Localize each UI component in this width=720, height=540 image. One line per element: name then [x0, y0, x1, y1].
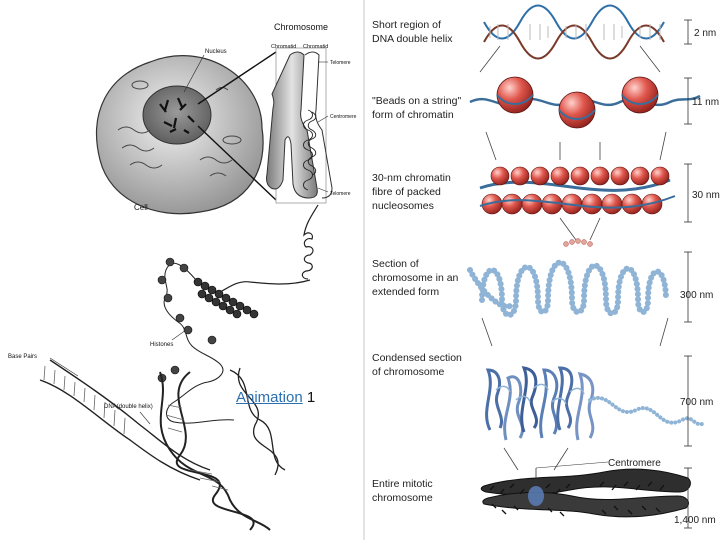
svg-text:of chromosome: of chromosome: [372, 366, 445, 378]
level-5-label: Condensed section of chromosome: [372, 352, 462, 378]
dna-helix-strip: [483, 4, 665, 60]
dna-double-helix: [39, 359, 286, 531]
chromosome-title: Chromosome: [274, 22, 328, 32]
histone-beads: [157, 257, 217, 383]
level-4-label: Section of chromosome in an extended for…: [372, 258, 459, 298]
extended-chromosome-loops: [467, 259, 669, 318]
svg-text:extended form: extended form: [372, 286, 439, 298]
svg-text:Entire mitotic: Entire mitotic: [372, 478, 433, 490]
svg-text:nucleosomes: nucleosomes: [372, 200, 434, 212]
cell-label: Cell: [134, 203, 148, 212]
svg-text:chromosome in an: chromosome in an: [372, 272, 459, 284]
chromosome: [266, 51, 318, 199]
chromatid-right-label: Chromatid: [303, 44, 328, 50]
nucleosome-chain: [163, 262, 235, 424]
centromere-right-label: Centromere: [608, 458, 661, 469]
svg-text:fibre of packed: fibre of packed: [372, 186, 441, 198]
base-pairs-label: Base Pairs: [8, 354, 37, 360]
chromatin-fiber: [219, 204, 319, 293]
chromosome-coils: [303, 109, 317, 191]
size-label: 2 nm: [694, 28, 716, 39]
dna-label: DNA(double helix): [104, 404, 153, 410]
size-label: 300 nm: [680, 290, 713, 301]
nucleus-label: Nucleus: [205, 49, 227, 55]
condensed-section: [485, 366, 704, 441]
centromere-marker: [528, 486, 544, 506]
level-3-label: 30-nm chromatin fibre of packed nucleoso…: [372, 172, 451, 212]
size-label: 1,400 nm: [674, 515, 716, 526]
svg-text:chromosome: chromosome: [372, 492, 433, 504]
histones-label: Histones: [150, 342, 173, 348]
level-2-label: "Beads on a string" form of chromatin: [372, 95, 461, 121]
extended-linker: [563, 238, 593, 247]
animation-suffix: 1: [302, 389, 316, 406]
nucleus: [142, 85, 212, 145]
beads-on-string: [469, 76, 701, 129]
mitotic-chromosome: [480, 468, 691, 518]
svg-text:Section of: Section of: [372, 258, 419, 270]
svg-text:30-nm chromatin: 30-nm chromatin: [372, 172, 451, 184]
svg-text:Short region of: Short region of: [372, 19, 441, 31]
nucleosome-bead: [558, 91, 596, 129]
svg-text:DNA double helix: DNA double helix: [372, 33, 453, 45]
level-6-label: Entire mitotic chromosome: [372, 478, 433, 504]
centromere-label: Centromere: [330, 114, 357, 120]
animation-caption: Animation 1: [236, 389, 315, 406]
chromatid-left-label: Chromatid: [271, 44, 296, 50]
svg-text:"Beads on a string": "Beads on a string": [372, 95, 461, 107]
svg-text:form of chromatin: form of chromatin: [372, 109, 454, 121]
dimension-markers: [684, 19, 692, 529]
animation-link[interactable]: Animation: [236, 389, 303, 406]
size-label: 11 nm: [692, 97, 719, 108]
level-1-label: Short region of DNA double helix: [372, 19, 453, 45]
nucleus-chromosomes: [159, 97, 195, 134]
size-label: 700 nm: [680, 397, 713, 408]
size-label: 30 nm: [692, 190, 720, 201]
solenoid: [193, 277, 259, 319]
telomere-bottom-label: Telomere: [330, 191, 351, 197]
chromatin-fibre-30nm: [479, 166, 676, 215]
svg-text:Condensed section: Condensed section: [372, 352, 462, 364]
nucleosome-bead: [621, 76, 659, 114]
nucleosome-bead: [496, 76, 534, 114]
telomere-top-label: Telomere: [330, 60, 351, 66]
